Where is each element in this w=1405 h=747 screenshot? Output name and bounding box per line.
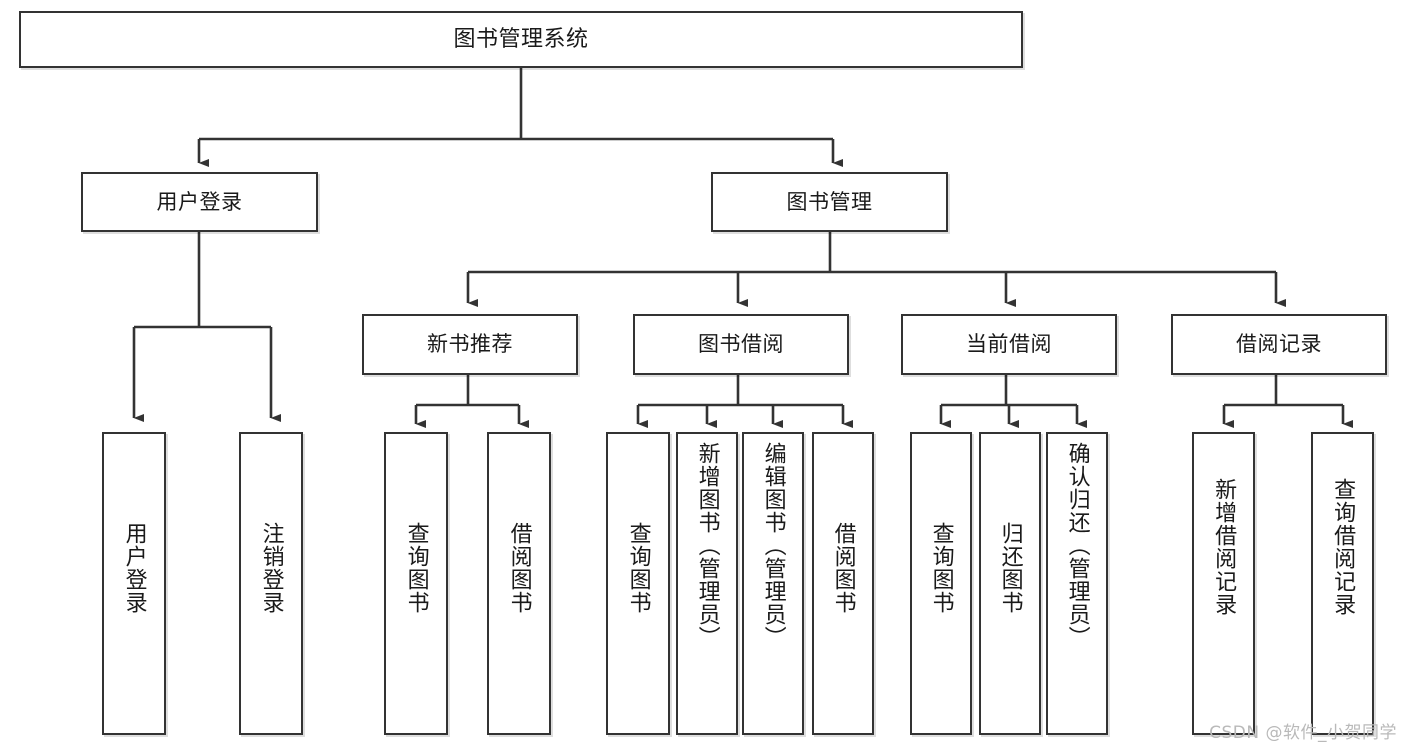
node-book-management[interactable]: 图书管理 bbox=[711, 172, 948, 232]
node-label: 图书管理 bbox=[786, 189, 873, 214]
node-leaf-borrow-book-rec[interactable]: 借阅图书 bbox=[487, 432, 551, 735]
node-label: 确认归还（管理员） bbox=[1064, 442, 1090, 649]
node-label: 编辑图书（管理员） bbox=[760, 442, 786, 649]
node-label: 查询图书 bbox=[928, 522, 954, 614]
node-leaf-user-logout[interactable]: 注销登录 bbox=[239, 432, 303, 735]
node-new-book-recommend[interactable]: 新书推荐 bbox=[362, 314, 578, 375]
node-label: 借阅图书 bbox=[830, 522, 856, 614]
node-label: 借阅记录 bbox=[1236, 332, 1322, 357]
node-label: 新书推荐 bbox=[427, 332, 513, 357]
node-borrow-record[interactable]: 借阅记录 bbox=[1171, 314, 1387, 375]
node-label: 用户登录 bbox=[156, 189, 243, 214]
node-label: 用户登录 bbox=[121, 522, 147, 614]
node-leaf-query-borrow-record[interactable]: 查询借阅记录 bbox=[1311, 432, 1374, 735]
node-leaf-confirm-return-admin[interactable]: 确认归还（管理员） bbox=[1046, 432, 1108, 735]
node-leaf-query-book-current[interactable]: 查询图书 bbox=[910, 432, 972, 735]
node-label: 借阅图书 bbox=[506, 522, 532, 614]
watermark-text: CSDN @软件_小贺同学 bbox=[1209, 723, 1397, 743]
node-book-borrow[interactable]: 图书借阅 bbox=[633, 314, 849, 375]
node-leaf-borrow-book-borrow[interactable]: 借阅图书 bbox=[812, 432, 874, 735]
node-label: 查询借阅记录 bbox=[1330, 478, 1356, 616]
node-root-book-management-system[interactable]: 图书管理系统 bbox=[19, 11, 1023, 68]
node-leaf-query-book-borrow[interactable]: 查询图书 bbox=[606, 432, 670, 735]
node-leaf-add-book-admin[interactable]: 新增图书（管理员） bbox=[676, 432, 738, 735]
node-leaf-edit-book-admin[interactable]: 编辑图书（管理员） bbox=[742, 432, 804, 735]
node-label: 归还图书 bbox=[997, 522, 1023, 614]
node-label: 查询图书 bbox=[625, 522, 651, 614]
node-leaf-user-login[interactable]: 用户登录 bbox=[102, 432, 166, 735]
node-label: 当前借阅 bbox=[966, 332, 1052, 357]
node-current-borrow[interactable]: 当前借阅 bbox=[901, 314, 1117, 375]
node-leaf-return-book[interactable]: 归还图书 bbox=[979, 432, 1041, 735]
node-label: 新增图书（管理员） bbox=[694, 442, 720, 649]
node-leaf-add-borrow-record[interactable]: 新增借阅记录 bbox=[1192, 432, 1255, 735]
node-label: 图书管理系统 bbox=[453, 26, 589, 52]
node-label: 图书借阅 bbox=[698, 332, 784, 357]
node-user-login[interactable]: 用户登录 bbox=[81, 172, 318, 232]
node-label: 查询图书 bbox=[403, 522, 429, 614]
node-label: 新增借阅记录 bbox=[1211, 478, 1237, 616]
node-leaf-query-book-rec[interactable]: 查询图书 bbox=[384, 432, 448, 735]
node-label: 注销登录 bbox=[258, 522, 284, 614]
